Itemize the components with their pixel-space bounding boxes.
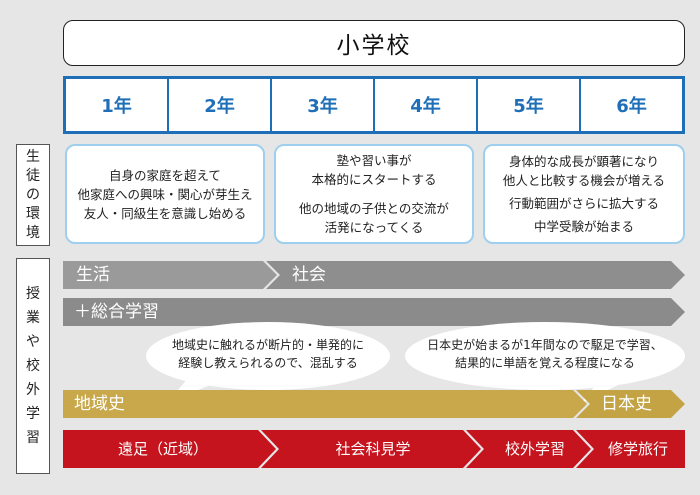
grade-1: 1年 bbox=[66, 79, 169, 131]
subject-integrated: ＋総合学習 bbox=[74, 302, 159, 322]
env-line: 行動範囲がさらに拡大する bbox=[508, 196, 659, 211]
activity-chevron-1 bbox=[63, 430, 276, 468]
bubble-left: 地域史に触れるが断片的・単発的に 経験し教えられるので、混乱する bbox=[146, 322, 390, 386]
env-line: 友人・同級生を意識し始める bbox=[83, 205, 247, 221]
page-title: 小学校 bbox=[63, 20, 685, 66]
side-char: 授 bbox=[26, 286, 40, 302]
bubble-line: 日本史が始まるが1年間なので駆足で学習、 bbox=[427, 338, 663, 352]
integrated-bar bbox=[63, 298, 685, 326]
env-line: 中学受験が始まる bbox=[533, 219, 634, 234]
side-char: 校 bbox=[26, 358, 40, 374]
bubble-line: 経験し教えられるので、混乱する bbox=[178, 356, 358, 370]
activity-chevron-3 bbox=[466, 430, 591, 468]
grade-4: 4年 bbox=[375, 79, 478, 131]
side-char: 徒 bbox=[26, 167, 40, 184]
integrated-chevron bbox=[63, 298, 685, 326]
grade-row: 1年 2年 3年 4年 5年 6年 bbox=[63, 76, 685, 134]
grade-6: 6年 bbox=[616, 96, 647, 117]
life-chevron bbox=[63, 261, 277, 289]
env-line: 他人と比較する機会が増える bbox=[502, 173, 666, 188]
side-char: 業 bbox=[26, 310, 40, 326]
bubble-right: 日本史が始まるが1年間なので駆足で学習、 結果的に単語を覚える程度になる bbox=[406, 322, 684, 386]
env-line: 他の地域の子供との交流が bbox=[299, 201, 449, 216]
grade-3: 3年 bbox=[272, 79, 375, 131]
subject-arrow-bar bbox=[63, 261, 685, 289]
side-char: 生 bbox=[26, 148, 40, 165]
activity-outdoor-study: 校外学習 bbox=[504, 440, 565, 458]
japan-history-chevron bbox=[576, 390, 685, 418]
side-char: の bbox=[26, 186, 40, 203]
side-char: 外 bbox=[26, 382, 40, 398]
activity-chevron-2 bbox=[261, 430, 481, 468]
env-line: 他家庭への興味・関心が芽生え bbox=[77, 186, 253, 202]
grade-2: 2年 bbox=[169, 79, 272, 131]
side-char: 境 bbox=[26, 224, 40, 241]
history-japan: 日本史 bbox=[601, 394, 652, 414]
environment-box-3-4: 塾や習い事が 本格的にスタートする 他の地域の子供との交流が 活発になってくる bbox=[274, 144, 474, 244]
env-line: 本格的にスタートする bbox=[311, 172, 437, 187]
side-label-classes: 授 業 や 校 外 学 習 bbox=[16, 258, 50, 474]
history-local: 地域史 bbox=[74, 394, 125, 414]
activity-excursion: 遠足（近域） bbox=[117, 440, 208, 458]
activity-bar bbox=[63, 430, 685, 468]
social-chevron bbox=[266, 261, 685, 289]
env-line: 活発になってくる bbox=[324, 220, 424, 235]
side-char: 学 bbox=[26, 406, 40, 422]
side-char: や bbox=[26, 334, 40, 350]
history-bar bbox=[63, 390, 685, 418]
side-char: 習 bbox=[26, 430, 40, 446]
environment-box-1-2: 自身の家庭を超えて 他家庭への興味・関心が芽生え 友人・同級生を意識し始める bbox=[65, 144, 265, 244]
environment-box-5-6: 身体的な成長が顕著になり 他人と比較する機会が増える 行動範囲がさらに拡大する … bbox=[483, 144, 685, 244]
activity-chevron-4 bbox=[576, 430, 685, 468]
subject-life: 生活 bbox=[76, 265, 110, 285]
env-line: 自身の家庭を超えて bbox=[109, 167, 221, 183]
side-char: 環 bbox=[26, 205, 40, 222]
grade-5: 5年 bbox=[478, 79, 581, 131]
side-label-environment: 生 徒 の 環 境 bbox=[16, 144, 50, 246]
local-history-chevron bbox=[63, 390, 587, 418]
subject-social: 社会 bbox=[292, 265, 326, 285]
bubble-line: 結果的に単語を覚える程度になる bbox=[455, 356, 635, 370]
activity-field-trip: 社会科見学 bbox=[335, 440, 411, 458]
bubble-line: 地域史に触れるが断片的・単発的に bbox=[171, 338, 364, 352]
activity-school-trip: 修学旅行 bbox=[607, 440, 668, 458]
env-line: 塾や習い事が bbox=[336, 153, 412, 168]
env-line: 身体的な成長が顕著になり bbox=[508, 154, 659, 169]
